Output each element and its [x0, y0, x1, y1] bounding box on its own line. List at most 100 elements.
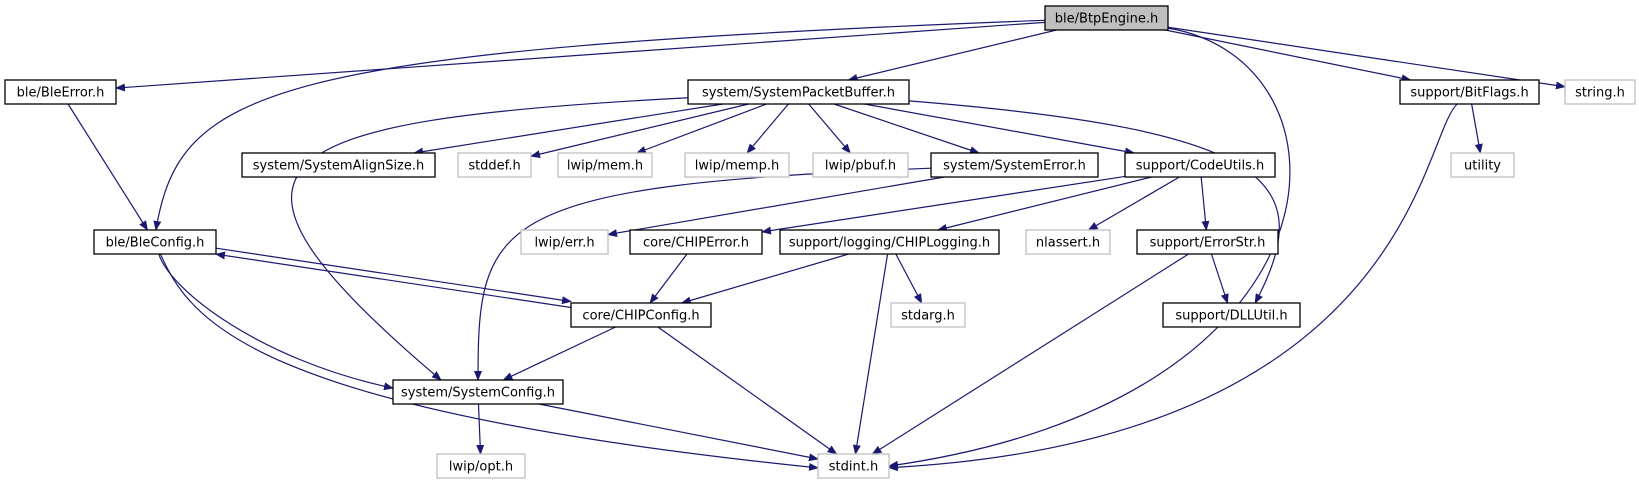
node-bleconfig[interactable]: ble/BleConfig.h: [93, 229, 217, 255]
node-label-bleerror: ble/BleError.h: [17, 86, 105, 101]
node-label-systemalignsize: system/SystemAlignSize.h: [253, 159, 425, 174]
node-label-lwippbuf: lwip/pbuf.h: [825, 159, 896, 174]
edge-systempacketbuffer-to-codeutils: [864, 103, 1135, 156]
node-label-systempacketbuffer: system/SystemPacketBuffer.h: [702, 86, 895, 101]
edge-bleerror-to-bleconfig: [67, 103, 148, 231]
node-label-codeutils: support/CodeUtils.h: [1136, 159, 1265, 174]
node-box-chiplogging: [779, 229, 1000, 255]
node-box-string: [1564, 79, 1636, 105]
node-btpengine[interactable]: ble/BtpEngine.h: [1044, 5, 1169, 31]
node-label-chiperror: core/CHIPError.h: [643, 236, 749, 251]
edge-codeutils-to-chiperror: [761, 175, 1126, 235]
node-lwipmem: lwip/mem.h: [557, 152, 653, 178]
edge-bleconfig-to-stdint: [159, 253, 819, 471]
edge-systempacketbuffer-to-lwippbuf: [808, 103, 851, 154]
edge-systemconfig-to-stdint: [538, 403, 819, 462]
edge-btpengine-to-systempacketbuffer: [847, 29, 1057, 82]
node-label-systemerror: system/SystemError.h: [943, 159, 1086, 174]
node-label-lwiperr: lwip/err.h: [534, 236, 594, 251]
edge-btpengine-to-bleconfig: [153, 19, 1046, 231]
node-bleerror[interactable]: ble/BleError.h: [4, 79, 117, 105]
node-systempacketbuffer[interactable]: system/SystemPacketBuffer.h: [687, 79, 910, 105]
node-stdarg: stdarg.h: [890, 302, 966, 328]
node-stddef: stddef.h: [457, 152, 532, 178]
edge-codeutils-to-errorstr: [1200, 176, 1210, 231]
edge-codeutils-to-nlassert: [1087, 176, 1180, 231]
node-label-stdint: stdint.h: [829, 460, 878, 475]
node-box-nlassert: [1025, 229, 1111, 255]
node-errorstr[interactable]: support/ErrorStr.h: [1136, 229, 1279, 255]
node-box-bleconfig: [93, 229, 217, 255]
edge-chipconfig-to-bleconfig: [215, 251, 572, 309]
node-chiperror[interactable]: core/CHIPError.h: [629, 229, 763, 255]
node-systemerror[interactable]: system/SystemError.h: [930, 152, 1099, 178]
edge-bitflags-to-stdint: [888, 103, 1458, 472]
node-box-codeutils: [1124, 152, 1276, 178]
node-box-errorstr: [1136, 229, 1279, 255]
edge-chipconfig-to-systemconfig: [502, 326, 616, 381]
node-box-lwippbuf: [812, 152, 909, 178]
node-box-dllutil: [1162, 302, 1301, 328]
node-box-utility: [1450, 152, 1515, 178]
node-systemconfig[interactable]: system/SystemConfig.h: [392, 379, 564, 405]
node-label-lwipmem: lwip/mem.h: [567, 159, 643, 174]
node-label-dllutil: support/DLLUtil.h: [1175, 309, 1287, 324]
node-label-nlassert: nlassert.h: [1036, 236, 1100, 251]
node-chiplogging[interactable]: support/logging/CHIPLogging.h: [779, 229, 1000, 255]
node-label-btpengine: ble/BtpEngine.h: [1055, 12, 1158, 27]
node-systemalignsize[interactable]: system/SystemAlignSize.h: [241, 152, 436, 178]
edge-systempacketbuffer-to-lwipmemp: [746, 103, 789, 154]
node-box-systemalignsize: [241, 152, 436, 178]
edge-btpengine-to-string: [1167, 26, 1566, 90]
node-box-systempacketbuffer: [687, 79, 910, 105]
node-label-stdarg: stdarg.h: [901, 309, 955, 324]
edge-errorstr-to-stdint: [871, 253, 1189, 455]
node-label-stddef: stddef.h: [468, 159, 520, 174]
node-stdint: stdint.h: [817, 453, 890, 479]
edge-btpengine-to-bitflags: [1165, 29, 1412, 83]
node-label-bleconfig: ble/BleConfig.h: [106, 236, 205, 251]
edge-systempacketbuffer-to-systemconfig: [291, 97, 689, 381]
node-box-bleerror: [4, 79, 117, 105]
edge-systemconfig-to-lwipopt: [476, 403, 485, 455]
edge-codeutils-to-chiplogging: [936, 176, 1152, 232]
node-string: string.h: [1564, 79, 1636, 105]
node-bitflags[interactable]: support/BitFlags.h: [1399, 79, 1540, 105]
node-lwipmemp: lwip/memp.h: [684, 152, 790, 178]
node-chipconfig[interactable]: core/CHIPConfig.h: [570, 302, 712, 328]
node-box-stdint: [817, 453, 890, 479]
node-label-bitflags: support/BitFlags.h: [1410, 86, 1528, 101]
node-dllutil[interactable]: support/DLLUtil.h: [1162, 302, 1301, 328]
node-box-chiperror: [629, 229, 763, 255]
edge-systempacketbuffer-to-dllutil: [908, 100, 1280, 304]
edge-systemerror-to-systemconfig: [474, 167, 932, 381]
node-box-btpengine: [1044, 5, 1169, 31]
edge-systempacketbuffer-to-stddef: [530, 103, 749, 159]
edge-systempacketbuffer-to-lwipmem: [635, 103, 767, 154]
node-box-lwipmem: [557, 152, 653, 178]
edge-bleconfig-to-systemconfig: [158, 253, 394, 391]
edge-chiplogging-to-stdarg: [895, 253, 923, 304]
edge-errorstr-to-dllutil: [1210, 253, 1229, 304]
node-lwiperr: lwip/err.h: [520, 229, 609, 255]
node-box-lwipopt: [436, 453, 526, 479]
node-box-bitflags: [1399, 79, 1540, 105]
node-label-errorstr: support/ErrorStr.h: [1150, 236, 1266, 251]
node-box-stddef: [457, 152, 532, 178]
node-nlassert: nlassert.h: [1025, 229, 1111, 255]
edge-btpengine-to-bleerror: [115, 21, 1046, 92]
node-codeutils[interactable]: support/CodeUtils.h: [1124, 152, 1276, 178]
edge-bleconfig-to-chipconfig: [215, 247, 572, 305]
edge-systemerror-to-lwiperr: [607, 176, 945, 237]
node-label-utility: utility: [1464, 159, 1501, 174]
node-lwippbuf: lwip/pbuf.h: [812, 152, 909, 178]
edge-chiplogging-to-chipconfig: [680, 253, 849, 305]
node-box-lwiperr: [520, 229, 609, 255]
node-utility: utility: [1450, 152, 1515, 178]
edge-chiplogging-to-stdint: [852, 253, 889, 455]
node-box-lwipmemp: [684, 152, 790, 178]
edges: [67, 19, 1566, 472]
edge-chipconfig-to-stdint: [657, 326, 838, 455]
node-label-string: string.h: [1575, 86, 1625, 101]
